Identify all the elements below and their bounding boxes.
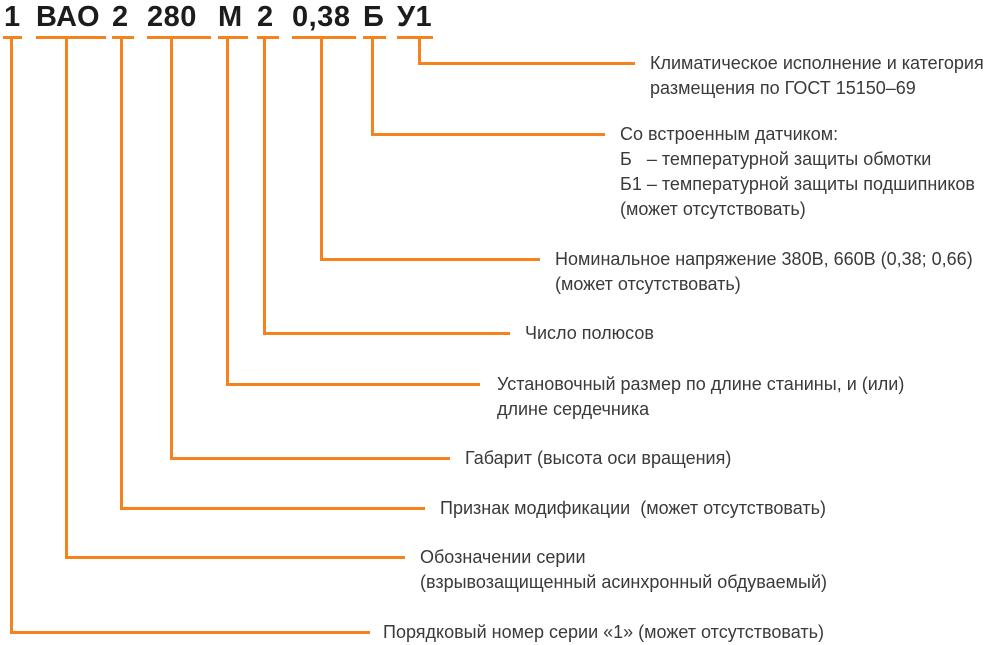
callout-line: Установочный размер по длине станины, и … — [497, 374, 905, 394]
callout-line: (может отсутствовать) — [620, 199, 806, 219]
connector-horizontal-line — [170, 457, 450, 460]
callout-line: Обозначении серии — [420, 547, 586, 567]
callout-line: Номинальное напряжение 380В, 660В (0,38;… — [555, 249, 973, 269]
code-segment-climate: У1 — [397, 1, 433, 33]
connector-horizontal-line — [120, 507, 425, 510]
connector-vertical-line — [10, 38, 13, 634]
connector-vertical-line — [120, 38, 123, 510]
code-underline — [292, 36, 356, 39]
callout-line: Б – температурной защиты обмотки — [620, 149, 932, 169]
code-segment-series: ВАО — [36, 1, 101, 33]
callout-line: длине сердечника — [497, 399, 650, 419]
callout-text-mount-size: Установочный размер по длине станины, и … — [497, 372, 904, 422]
code-segment-serial: 1 — [4, 1, 21, 33]
connector-vertical-line — [65, 38, 68, 559]
connector-vertical-line — [371, 38, 374, 136]
callout-text-poles: Число полюсов — [525, 321, 654, 346]
callout-line: Габарит (высота оси вращения) — [465, 448, 732, 468]
code-underline — [397, 36, 433, 39]
code-underline — [3, 36, 22, 39]
code-underline — [112, 36, 134, 39]
callout-line: Б1 – температурной защиты подшипников — [620, 174, 975, 194]
code-underline — [36, 36, 106, 39]
connector-horizontal-line — [226, 383, 480, 386]
callout-text-frame-size: Габарит (высота оси вращения) — [465, 446, 731, 471]
connector-horizontal-line — [418, 62, 635, 65]
connector-vertical-line — [226, 38, 229, 386]
code-segment-modification: 2 — [112, 1, 129, 33]
code-underline — [218, 36, 248, 39]
connector-horizontal-line — [320, 258, 540, 261]
code-segment-frame-size: 280 — [147, 1, 197, 33]
code-underline — [363, 36, 386, 39]
code-segment-poles: 2 — [257, 1, 274, 33]
connector-horizontal-line — [263, 332, 510, 335]
connector-vertical-line — [170, 38, 173, 460]
callout-text-climate: Климатическое исполнение и категория раз… — [650, 51, 984, 101]
callout-text-modification: Признак модификации (может отсутствовать… — [440, 496, 826, 521]
code-underline — [257, 36, 279, 39]
code-underline — [147, 36, 211, 39]
callout-line: Признак модификации (может отсутствовать… — [440, 498, 826, 518]
connector-horizontal-line — [10, 631, 370, 634]
code-segment-sensor: Б — [363, 1, 385, 33]
callout-text-voltage: Номинальное напряжение 380В, 660В (0,38;… — [555, 247, 973, 297]
callout-line: (может отсутствовать) — [555, 274, 741, 294]
callout-line: Порядковый номер серии «1» (может отсутс… — [383, 622, 824, 642]
connector-horizontal-line — [371, 133, 605, 136]
callout-text-sensor: Со встроенным датчиком: Б – температурно… — [620, 122, 975, 222]
callout-line: Климатическое исполнение и категория — [650, 53, 984, 73]
code-segment-mount-size: М — [218, 1, 243, 33]
callout-line: Число полюсов — [525, 323, 654, 343]
connector-vertical-line — [418, 38, 421, 65]
callout-text-serial: Порядковый номер серии «1» (может отсутс… — [383, 620, 824, 645]
code-segment-voltage: 0,38 — [292, 1, 351, 33]
connector-vertical-line — [263, 38, 266, 335]
callout-line: (взрывозащищенный асинхронный обдуваемый… — [420, 572, 828, 592]
callout-line: размещения по ГОСТ 15150–69 — [650, 78, 916, 98]
callout-text-series: Обозначении серии (взрывозащищенный асин… — [420, 545, 827, 595]
connector-horizontal-line — [65, 556, 405, 559]
callout-line: Со встроенным датчиком: — [620, 124, 839, 144]
connector-vertical-line — [320, 38, 323, 261]
